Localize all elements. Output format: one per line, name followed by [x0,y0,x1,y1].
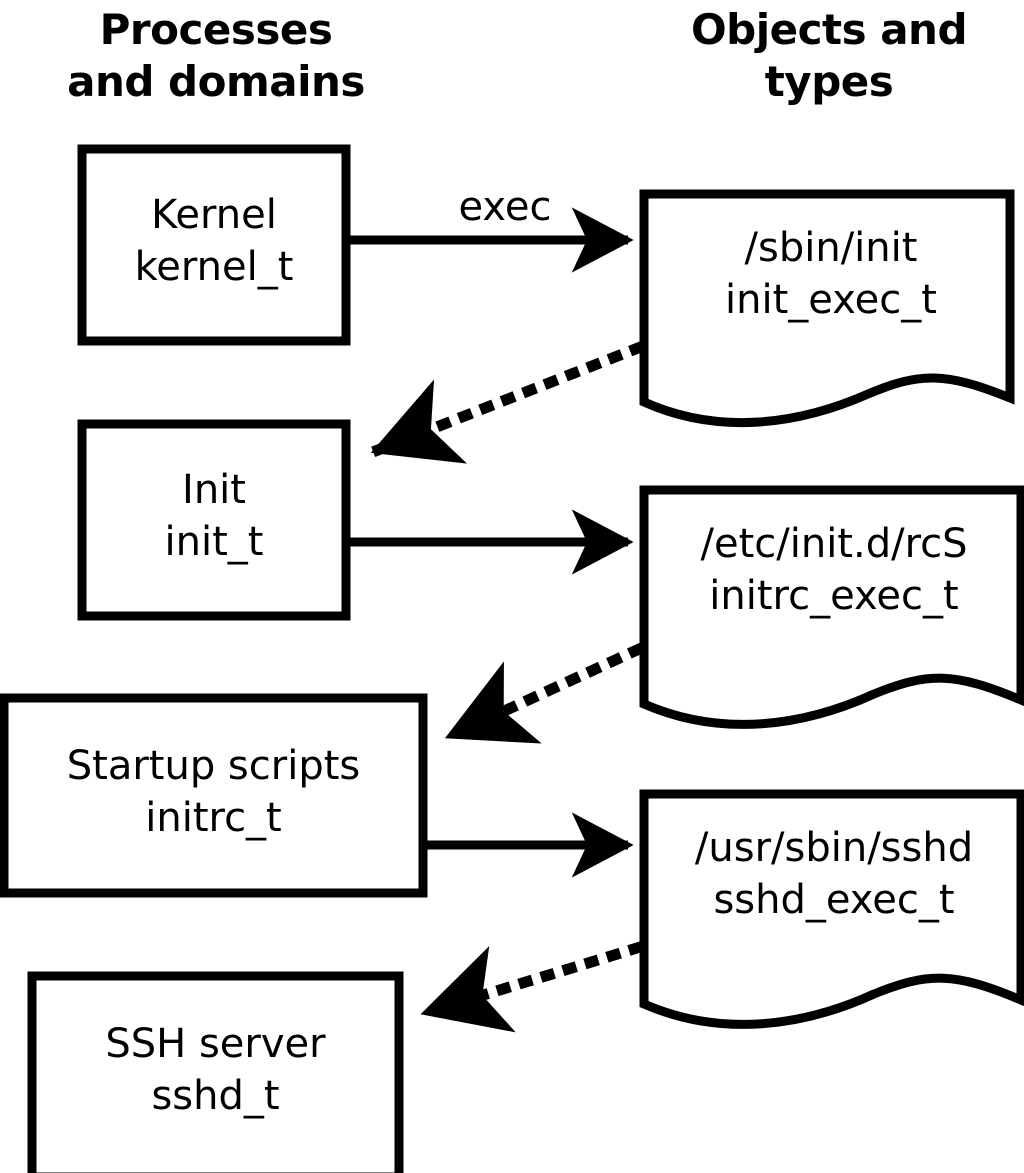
process-box-init[interactable] [77,419,351,621]
column-title-processes: Processes and domains [67,5,365,106]
column-title-objects: Objects and types [690,5,968,106]
edge-sshdexec-to-sshd [420,941,644,1033]
process-box-sshd[interactable] [27,971,404,1173]
object-doc-sshd-exec[interactable] [639,789,1024,1029]
process-box-initrc[interactable] [0,693,428,898]
object-doc-initrc-exec[interactable] [639,485,1024,729]
edge-label-exec: exec [458,184,552,230]
edge-initrcexec-to-initrc [444,642,645,744]
edge-initexec-to-init [370,340,646,464]
process-box-kernel[interactable] [77,144,351,346]
object-doc-init-exec[interactable] [639,189,1015,428]
